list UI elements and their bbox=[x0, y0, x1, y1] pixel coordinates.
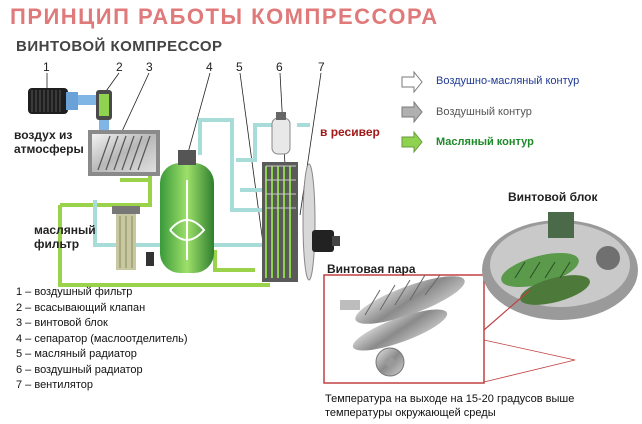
radiators bbox=[262, 162, 298, 282]
legend-air-oil: Воздушно-масляный контур bbox=[436, 75, 580, 87]
fan bbox=[302, 163, 340, 281]
list-item: 1 – воздушный фильтр bbox=[16, 286, 133, 298]
component-number-1: 1 bbox=[43, 60, 50, 74]
intake-valve bbox=[96, 90, 112, 120]
to-receiver-label: в ресивер bbox=[320, 125, 380, 139]
check-valve bbox=[146, 252, 154, 266]
screw-pair-frame bbox=[323, 274, 485, 384]
arrow-oil-icon bbox=[401, 130, 423, 154]
page-subtitle: ВИНТОВОЙ КОМПРЕССОР bbox=[16, 38, 223, 55]
list-item: 6 – воздушный радиатор bbox=[16, 363, 143, 376]
air-radiator-fins bbox=[266, 165, 296, 209]
list-item: 7 – вентилятор bbox=[16, 379, 93, 391]
oil-circuit-pipes bbox=[58, 165, 270, 287]
screw-block-label: Винтовой блок bbox=[508, 190, 598, 204]
list-item: 2 – всасывающий клапан bbox=[16, 301, 146, 314]
list-item: 5 – масляный радиатор bbox=[16, 348, 137, 360]
legend-air: Воздушный контур bbox=[436, 106, 532, 118]
arrow-air-oil-icon bbox=[401, 70, 423, 94]
page-title: ПРИНЦИП РАБОТЫ КОМПРЕССОРА bbox=[10, 4, 439, 29]
screw-pair-label: Винтовая пара bbox=[327, 262, 416, 276]
list-item: 4 – сепаратор (маслоотделитель) bbox=[16, 332, 188, 345]
component-number-4: 4 bbox=[206, 60, 213, 74]
inset-connector bbox=[483, 289, 531, 331]
legend-arrows bbox=[401, 70, 423, 154]
air-tank-small bbox=[271, 112, 291, 155]
component-number-6: 6 bbox=[276, 60, 283, 74]
temperature-note: Температура на выходе на 15-20 градусов … bbox=[325, 393, 575, 419]
component-number-2: 2 bbox=[116, 60, 123, 74]
list-item: 3 – винтовой блок bbox=[16, 317, 108, 329]
component-number-3: 3 bbox=[146, 60, 153, 74]
screw-block-cutaway bbox=[482, 212, 638, 320]
separator-tank bbox=[160, 150, 214, 273]
component-number-7: 7 bbox=[318, 60, 325, 74]
screw-block-unit bbox=[88, 130, 160, 176]
oil-filter-label: масляный фильтр bbox=[34, 223, 96, 251]
screw-pair-rotors bbox=[340, 274, 465, 377]
air-intake-label: воздух из атмосферы bbox=[14, 128, 84, 156]
legend-oil: Масляный контур bbox=[436, 136, 534, 148]
arrow-air-icon bbox=[401, 100, 423, 124]
component-number-5: 5 bbox=[236, 60, 243, 74]
component-list: 1 – воздушный фильтр 2 – всасывающий кла… bbox=[16, 285, 188, 394]
air-filter bbox=[28, 88, 78, 114]
oil-filter bbox=[112, 206, 140, 270]
